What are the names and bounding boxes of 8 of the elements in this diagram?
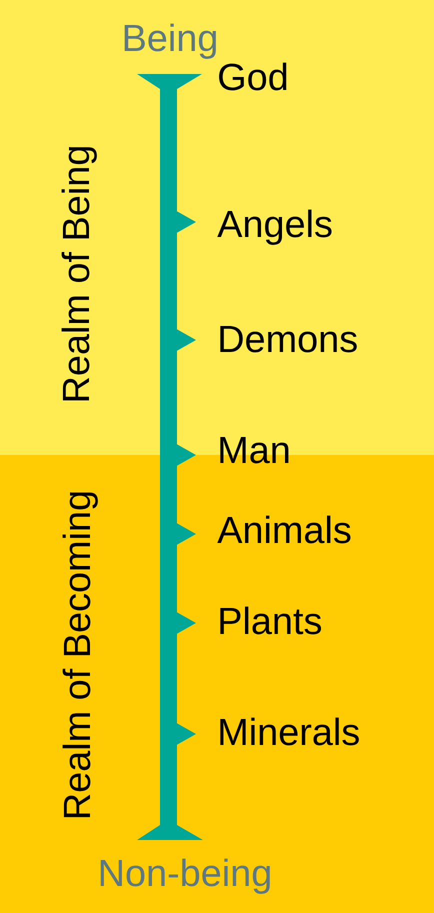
level-label: Demons — [220, 326, 357, 352]
level-label: Plants — [220, 606, 322, 634]
level-label: Animals — [217, 516, 350, 544]
level-label: Angels — [217, 210, 332, 245]
level-label: Minerals — [220, 718, 359, 746]
scale-end-label: Being — [124, 24, 216, 59]
scale-end-label: Non-being — [100, 858, 270, 894]
level-label: God — [219, 62, 286, 90]
